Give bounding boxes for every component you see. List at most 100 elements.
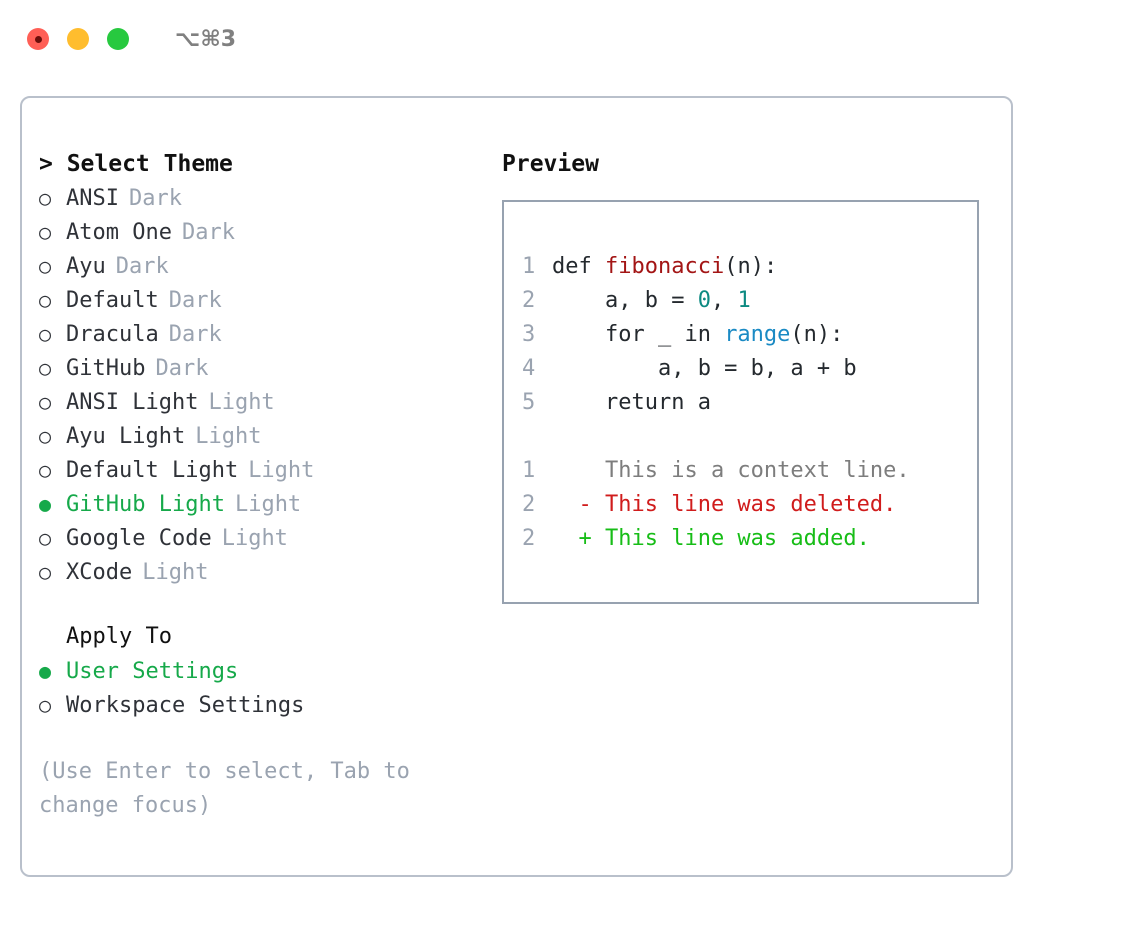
diff-line-number: 1 [522, 458, 536, 483]
radio-unselected-icon[interactable]: ○ [39, 288, 52, 312]
code-token-plain: def [552, 254, 605, 279]
code-token-call: range [724, 322, 791, 347]
code-text: a, b = 0, 1 [552, 284, 751, 318]
theme-variant-tag: Light [221, 526, 288, 551]
select-theme-heading: > Select Theme [39, 151, 233, 177]
code-line: 2 a, b = 0, 1 [522, 284, 977, 318]
theme-variant-tag: Light [142, 560, 209, 585]
diff-sample: 1 This is a context line.2 - This line w… [522, 454, 977, 556]
apply-to-heading: Apply To [66, 624, 172, 649]
title-bar: ⌥⌘3 [0, 0, 1140, 78]
diff-line-text: + This line was added. [552, 526, 870, 551]
theme-list-item[interactable]: ● GitHub Light Light [39, 487, 489, 521]
theme-name-label: GitHub Light [66, 492, 225, 517]
theme-list-item[interactable]: ○ Atom One Dark [39, 215, 489, 249]
theme-list-item[interactable]: ○ Google Code Light [39, 521, 489, 555]
radio-unselected-icon[interactable]: ○ [39, 322, 52, 346]
theme-variant-tag: Light [248, 458, 315, 483]
code-text: for _ in range(n): [552, 318, 843, 352]
theme-name-label: Default [66, 288, 159, 313]
code-token-plain: (n): [790, 322, 844, 347]
theme-variant-tag: Dark [128, 186, 182, 211]
preview-heading: Preview [502, 151, 599, 177]
theme-name-label: Ayu Light [66, 424, 186, 449]
theme-name-label: Dracula [66, 322, 159, 347]
code-token-function: fibonacci [604, 254, 725, 279]
radio-selected-icon[interactable]: ● [39, 659, 52, 683]
apply-to-item[interactable]: ○ Workspace Settings [39, 688, 489, 722]
window-controls [27, 28, 129, 50]
diff-line: 2 - This line was deleted. [522, 488, 977, 522]
theme-name-label: ANSI [66, 186, 119, 211]
apply-to-item[interactable]: ● User Settings [39, 654, 489, 688]
diff-line-text: - This line was deleted. [552, 492, 897, 517]
code-token-plain: return a [552, 390, 711, 415]
theme-variant-tag: Dark [155, 356, 209, 381]
theme-variant-tag: Dark [115, 254, 169, 279]
radio-unselected-icon[interactable]: ○ [39, 186, 52, 210]
radio-unselected-icon[interactable]: ○ [39, 254, 52, 278]
theme-list-item[interactable]: ○ Default Dark [39, 283, 489, 317]
code-spacer [522, 420, 977, 454]
keyboard-shortcut-label: ⌥⌘3 [175, 26, 237, 52]
radio-unselected-icon[interactable]: ○ [39, 356, 52, 380]
code-token-number: 1 [737, 288, 751, 313]
theme-name-label: XCode [66, 560, 133, 585]
code-line: 5 return a [522, 386, 977, 420]
line-number: 5 [522, 390, 536, 415]
code-text: a, b = b, a + b [552, 352, 857, 386]
code-text: return a [552, 386, 711, 420]
minimize-button-icon[interactable] [67, 28, 89, 50]
maximize-button-icon[interactable] [107, 28, 129, 50]
radio-unselected-icon[interactable]: ○ [39, 693, 52, 717]
theme-variant-tag: Dark [168, 322, 222, 347]
theme-variant-tag: Dark [181, 220, 235, 245]
apply-to-label: Workspace Settings [66, 693, 305, 718]
line-number: 3 [522, 322, 536, 347]
radio-selected-icon[interactable]: ● [39, 492, 52, 516]
theme-name-label: Atom One [66, 220, 172, 245]
theme-variant-tag: Light [208, 390, 275, 415]
theme-variant-tag: Light [195, 424, 262, 449]
radio-unselected-icon[interactable]: ○ [39, 390, 52, 414]
theme-list-item[interactable]: ○ Ayu Dark [39, 249, 489, 283]
theme-list-item[interactable]: ○ Ayu Light Light [39, 419, 489, 453]
diff-line: 1 This is a context line. [522, 454, 977, 488]
radio-unselected-icon[interactable]: ○ [39, 424, 52, 448]
code-token-plain: (n): [724, 254, 778, 279]
code-token-plain: , [710, 288, 738, 313]
code-line: 4 a, b = b, a + b [522, 352, 977, 386]
theme-list-item[interactable]: ○ GitHub Dark [39, 351, 489, 385]
theme-list-item[interactable]: ○ Dracula Dark [39, 317, 489, 351]
close-button-icon[interactable] [27, 28, 49, 50]
line-number: 1 [522, 254, 536, 279]
theme-list-item[interactable]: ○ ANSI Dark [39, 181, 489, 215]
theme-name-label: Google Code [66, 526, 212, 551]
code-token-plain: for _ in [552, 322, 725, 347]
radio-unselected-icon[interactable]: ○ [39, 526, 52, 550]
theme-variant-tag: Light [234, 492, 302, 517]
code-line: 1 def fibonacci(n): [522, 250, 977, 284]
radio-unselected-icon[interactable]: ○ [39, 458, 52, 482]
theme-name-label: Ayu [66, 254, 106, 279]
theme-list-item[interactable]: ○ XCode Light [39, 555, 489, 589]
theme-list-item[interactable]: ○ ANSI Light Light [39, 385, 489, 419]
code-token-plain: a, b = [552, 288, 698, 313]
radio-unselected-icon[interactable]: ○ [39, 560, 52, 584]
diff-line: 2 + This line was added. [522, 522, 977, 556]
apply-to-section: Apply To ● User Settings ○ Workspace Settin… [39, 620, 489, 722]
radio-unselected-icon[interactable]: ○ [39, 220, 52, 244]
theme-name-label: ANSI Light [66, 390, 199, 415]
theme-name-label: GitHub [66, 356, 146, 381]
code-text: def fibonacci(n): [552, 250, 777, 284]
theme-variant-tag: Dark [168, 288, 222, 313]
apply-to-label: User Settings [66, 659, 239, 684]
code-line: 3 for _ in range(n): [522, 318, 977, 352]
diff-line-text: This is a context line. [552, 458, 910, 483]
